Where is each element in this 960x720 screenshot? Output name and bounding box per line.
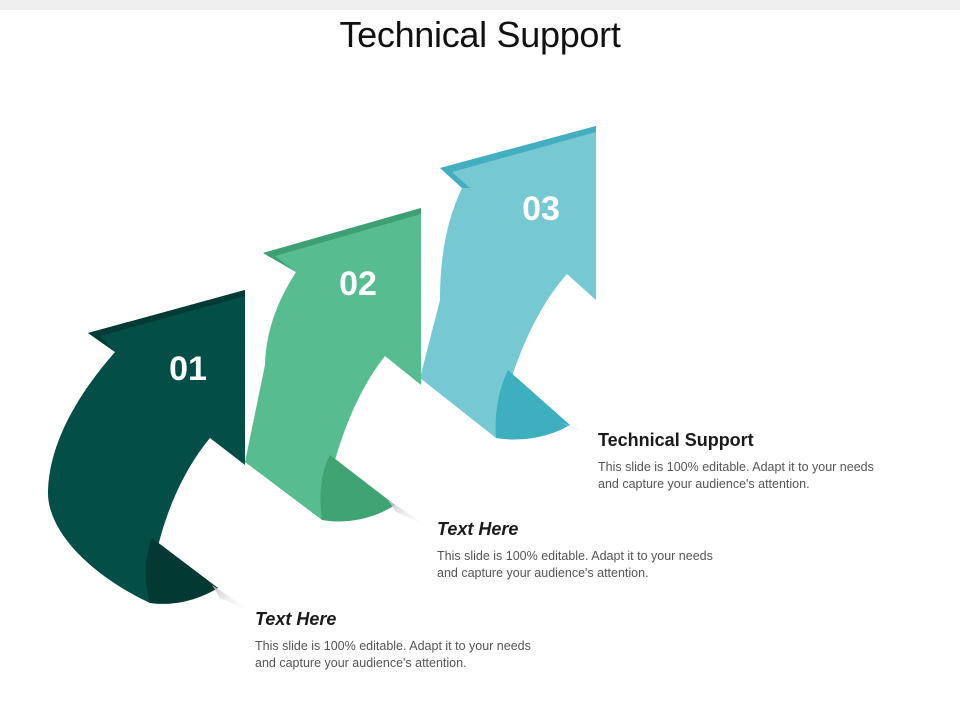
step-1-body-line2: and capture your audience's attention. xyxy=(255,656,467,670)
step-1-body: This slide is 100% editable. Adapt it to… xyxy=(255,638,555,672)
arrow-2-number: 02 xyxy=(339,265,377,303)
step-3-body-line2: and capture your audience's attention. xyxy=(598,477,810,491)
step-1-text: Text Here This slide is 100% editable. A… xyxy=(255,609,555,672)
step-2-heading: Text Here xyxy=(437,519,519,539)
step-3-body: This slide is 100% editable. Adapt it to… xyxy=(598,459,898,493)
slide-title: Technical Support xyxy=(339,14,621,55)
arrow-1-fold xyxy=(145,538,218,604)
arrow-3-shadow xyxy=(560,422,590,434)
arrow-step-1: 01 xyxy=(47,290,252,612)
step-3-heading: Technical Support xyxy=(598,430,754,450)
arrow-1-edge xyxy=(88,290,245,352)
step-2-body-line2: and capture your audience's attention. xyxy=(437,566,649,580)
arrow-2-fold xyxy=(320,455,395,522)
step-1-body-line1: This slide is 100% editable. Adapt it to… xyxy=(255,639,531,653)
arrow-2-edge xyxy=(263,208,421,272)
arrow-step-2: 02 xyxy=(245,208,430,528)
step-2-body-line1: This slide is 100% editable. Adapt it to… xyxy=(437,549,713,563)
step-2-text: Text Here This slide is 100% editable. A… xyxy=(437,519,737,582)
top-bar xyxy=(0,0,960,10)
arrow-3-number: 03 xyxy=(522,190,560,228)
arrow-2-shadow xyxy=(388,500,430,528)
arrow-3-fold xyxy=(495,370,570,440)
arrow-step-3: 03 xyxy=(420,126,596,440)
arrow-1-number: 01 xyxy=(169,350,207,388)
arrow-1-shadow xyxy=(212,585,252,612)
step-3-text: Technical Support This slide is 100% edi… xyxy=(598,430,898,493)
step-3-body-line1: This slide is 100% editable. Adapt it to… xyxy=(598,460,874,474)
arrow-2-ribbon xyxy=(245,208,421,520)
step-1-heading: Text Here xyxy=(255,609,337,629)
arrow-3-ribbon xyxy=(420,126,596,438)
arrow-3-edge xyxy=(440,126,596,188)
arrow-1-ribbon xyxy=(47,290,245,603)
step-2-body: This slide is 100% editable. Adapt it to… xyxy=(437,548,737,582)
